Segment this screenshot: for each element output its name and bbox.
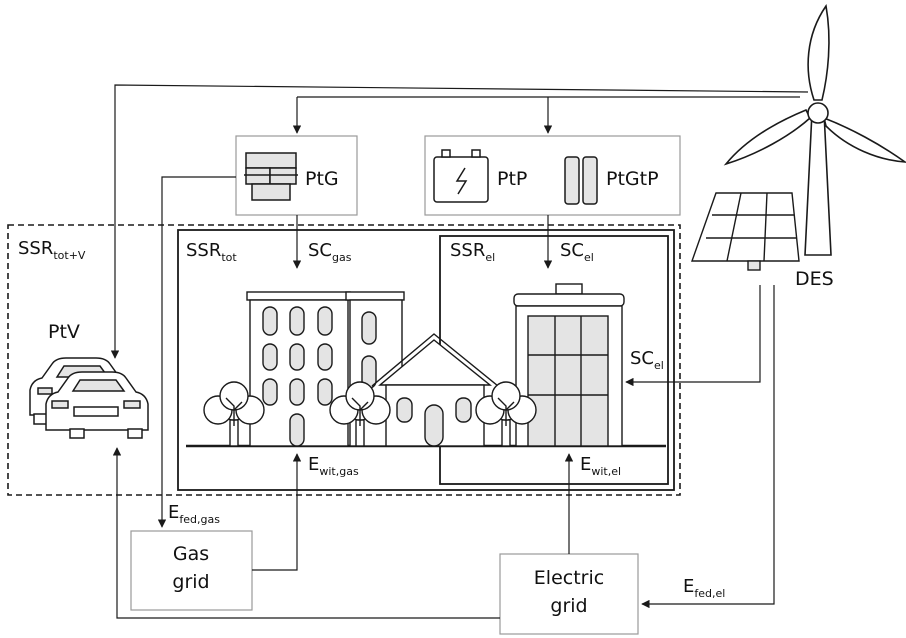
gas-grid-label-line1: Gas [173, 543, 209, 565]
electric-grid-box [500, 554, 638, 634]
e-wit-el-label: Ewit,el [580, 454, 621, 478]
sc-el-right-label: SCel [630, 348, 664, 372]
ptg-icon [244, 153, 298, 200]
sc-gas-label: SCgas [308, 240, 352, 264]
des-label: DES [795, 268, 834, 290]
ptv-label: PtV [48, 321, 80, 343]
ptgtp-label: PtGtP [606, 168, 659, 190]
e-fed-el-label: Efed,el [683, 576, 725, 600]
ssr-tot-v-label: SSRtot+V [18, 238, 86, 262]
ptg-label: PtG [305, 168, 339, 190]
gas-grid-label-line2: grid [172, 571, 209, 593]
flow-des-to-ptv [115, 85, 808, 358]
solar-panel-icon [692, 193, 799, 270]
e-fed-gas-label: Efed,gas [168, 502, 220, 526]
flow-e-wit-gas [252, 454, 297, 570]
sc-el-top-label: SCel [560, 240, 594, 264]
battery-icon [434, 150, 488, 202]
electric-grid-label-line2: grid [550, 595, 587, 617]
ssr-tot-label: SSRtot [186, 240, 237, 264]
electric-grid-label-line1: Electric [534, 567, 604, 589]
ssr-el-label: SSRel [450, 240, 495, 264]
apartment-building-icon [247, 292, 350, 446]
ptp-label: PtP [497, 168, 527, 190]
flow-e-fed-el [642, 285, 774, 604]
e-wit-gas-label: Ewit,gas [308, 454, 359, 478]
